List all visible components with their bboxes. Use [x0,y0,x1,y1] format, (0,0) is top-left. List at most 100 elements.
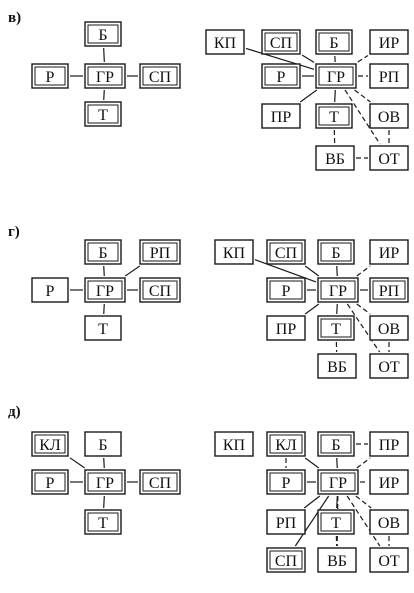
node-rp: РП [370,64,408,88]
node-kp: КП [215,432,253,456]
node-label: КП [223,245,246,262]
node-label: ПР [276,321,297,338]
node-ot: ОТ [370,548,408,572]
node-label: ИР [379,245,400,262]
node-label: Т [98,321,108,338]
node-label: Р [282,475,291,492]
node-kl: КЛ [32,432,68,456]
connector-gr-sp [305,266,319,276]
section-label: в) [8,10,21,26]
node-b: Б [85,22,121,46]
node-label: Т [329,109,339,126]
connector-gr-t [104,304,105,314]
node-label: РП [150,245,171,262]
node-r: Р [267,470,305,494]
connector-gr-pr [305,304,319,314]
node-sp: СП [140,278,180,302]
connector-gr-b [337,266,338,276]
left-diagram: КЛ Б Р ГР СП Т [32,432,180,534]
node-label: Б [331,437,340,454]
node-ir: ИР [370,30,408,54]
node-label: ГР [329,475,347,492]
node-gr: ГР [318,278,358,302]
left-diagram: Б Р ГР СП Т [32,22,180,126]
node-gr: ГР [85,470,125,494]
node-rp: РП [267,510,305,534]
connector-gr-kl [70,458,85,468]
node-label: ИР [379,475,400,492]
node-label: Б [98,27,107,44]
connector-gr-t [337,304,338,314]
node-b: Б [85,432,121,456]
node-rp: РП [370,278,408,302]
node-label: ОВ [378,321,400,338]
node-label: Р [46,475,55,492]
node-vb: ВБ [316,146,354,170]
connector-gr-ov [357,304,370,314]
node-b: Б [318,432,354,456]
node-b: Б [318,240,354,264]
node-label: Р [277,69,286,86]
node-sp: СП [262,30,300,54]
node-label: КП [223,437,246,454]
node-ov: ОВ [370,316,408,340]
node-sp: СП [267,548,305,572]
node-label: Б [98,437,107,454]
node-b: Б [316,30,352,54]
node-label: Б [331,245,340,262]
node-label: СП [149,283,172,300]
node-label: ГР [327,69,345,86]
node-t: Т [85,102,121,126]
node-t: Т [318,510,354,534]
node-label: Б [329,35,338,52]
node-r: Р [32,278,68,302]
node-label: ПР [379,437,400,454]
node-label: СП [275,245,298,262]
node-label: Т [98,515,108,532]
node-vb: ВБ [318,548,356,572]
node-label: ВБ [327,359,347,376]
connector-gr-pr [357,458,370,468]
node-rp: РП [140,240,180,264]
node-sp: СП [140,64,180,88]
node-label: ОВ [378,515,400,532]
node-sp: СП [267,240,305,264]
node-t: Т [316,104,352,128]
node-label: ИР [379,35,400,52]
node-label: КЛ [39,437,61,454]
node-label: ГР [329,283,347,300]
node-pr: ПР [370,432,408,456]
node-label: ГР [96,283,114,300]
node-gr: ГР [85,64,125,88]
node-label: КП [214,35,237,52]
node-ov: ОВ [370,510,408,534]
section-1: в) Б Р ГР СП Т КП СП Б ИР Р ГР РП ПР Т ОВ ВБ ОТ [8,10,408,170]
connector-gr-rp [125,266,139,276]
node-ot: ОТ [370,146,408,170]
left-nodes: Б РП Р ГР СП Т [32,240,180,340]
node-gr: ГР [85,278,125,302]
node-sp: СП [140,470,180,494]
node-label: СП [275,553,298,570]
node-vb: ВБ [318,354,356,378]
connector-gr-b [337,458,338,468]
node-label: Р [46,69,55,86]
node-r: Р [262,64,300,88]
connector-gr-ir [358,55,368,62]
node-label: ОВ [378,109,400,126]
node-r: Р [32,470,68,494]
right-nodes: КП СП Б ИР Р ГР РП ПР Т ОВ ВБ ОТ [206,30,408,170]
node-label: ПР [271,109,292,126]
node-b: Б [85,240,121,264]
node-ir: ИР [370,470,408,494]
node-pr: ПР [262,104,300,128]
connector-gr-ov [355,90,371,102]
node-ov: ОВ [370,104,408,128]
node-label: ГР [96,69,114,86]
node-label: Т [98,107,108,124]
